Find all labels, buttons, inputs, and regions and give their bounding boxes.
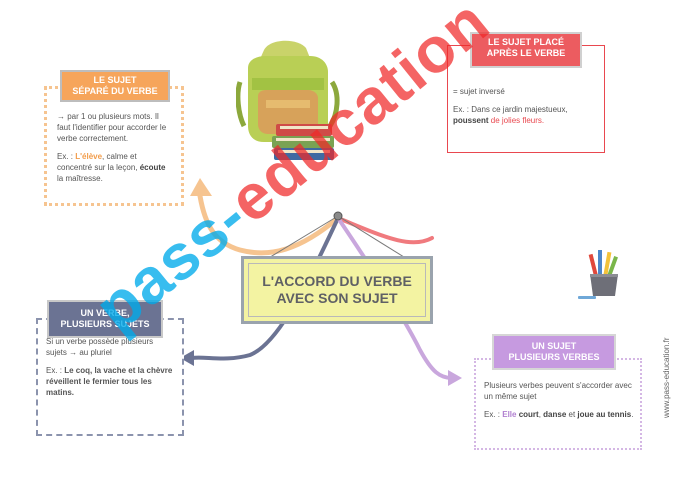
box-body: Si un verbe possède plusieurs sujets → a… (46, 336, 176, 405)
example-subject: Elle (502, 410, 517, 419)
example-text: Ex. : Le coq, la vache et la chèvre réve… (46, 366, 173, 397)
central-topic-text: L'ACCORD DU VERBE AVEC SON SUJET (248, 263, 426, 317)
box-subject-separated: → par 1 ou plusieurs mots. Il faut l'ide… (44, 86, 184, 206)
backpack-books-icon (236, 40, 340, 160)
title-subject-after-verb: LE SUJET PLACÉ APRÈS LE VERBE (470, 32, 582, 68)
box-one-subject-many-verbs: Plusieurs verbes peuvent s'accorder avec… (474, 358, 642, 450)
arrow-bottom-right (448, 370, 462, 386)
box-body: = sujet inversé Ex. : Dans ce jardin maj… (453, 86, 598, 133)
rule-text: = sujet inversé (453, 87, 505, 96)
box-body: → par 1 ou plusieurs mots. Il faut l'ide… (57, 111, 173, 191)
branch-top-left (197, 193, 341, 256)
central-topic: L'ACCORD DU VERBE AVEC SON SUJET (241, 256, 433, 324)
pin-icon (333, 211, 343, 221)
example-text: Ex. : Elle court, danse et joue au tenni… (484, 410, 634, 419)
box-body: Plusieurs verbes peuvent s'accorder avec… (484, 380, 634, 427)
arrow-top-left (190, 178, 212, 196)
title-one-verb-many-subjects: UN VERBE, PLUSIEURS SUJETS (47, 300, 163, 338)
title-subject-separated: LE SUJET SÉPARÉ DU VERBE (60, 70, 170, 102)
example-text: Ex. : Dans ce jardin majestueux, poussen… (453, 105, 568, 125)
example-verb: écoute (139, 163, 166, 172)
example-text: Ex. : L'élève, calme et concentré sur la… (57, 152, 166, 183)
branch-top-right (336, 216, 434, 245)
side-url: www.pass-education.fr (662, 337, 671, 418)
rule-text: Plusieurs verbes peuvent s'accorder avec… (484, 381, 632, 401)
rule-text: Si un verbe possède plusieurs sujets → a… (46, 337, 154, 357)
example-subject: L'élève (75, 152, 103, 161)
example-verb: poussent (453, 116, 489, 125)
rule-text: → par 1 ou plusieurs mots. Il faut l'ide… (57, 112, 167, 143)
pencil-cup-icon (578, 250, 618, 299)
arrow-bottom-left (180, 350, 194, 366)
title-one-subject-many-verbs: UN SUJET PLUSIEURS VERBES (492, 334, 616, 370)
